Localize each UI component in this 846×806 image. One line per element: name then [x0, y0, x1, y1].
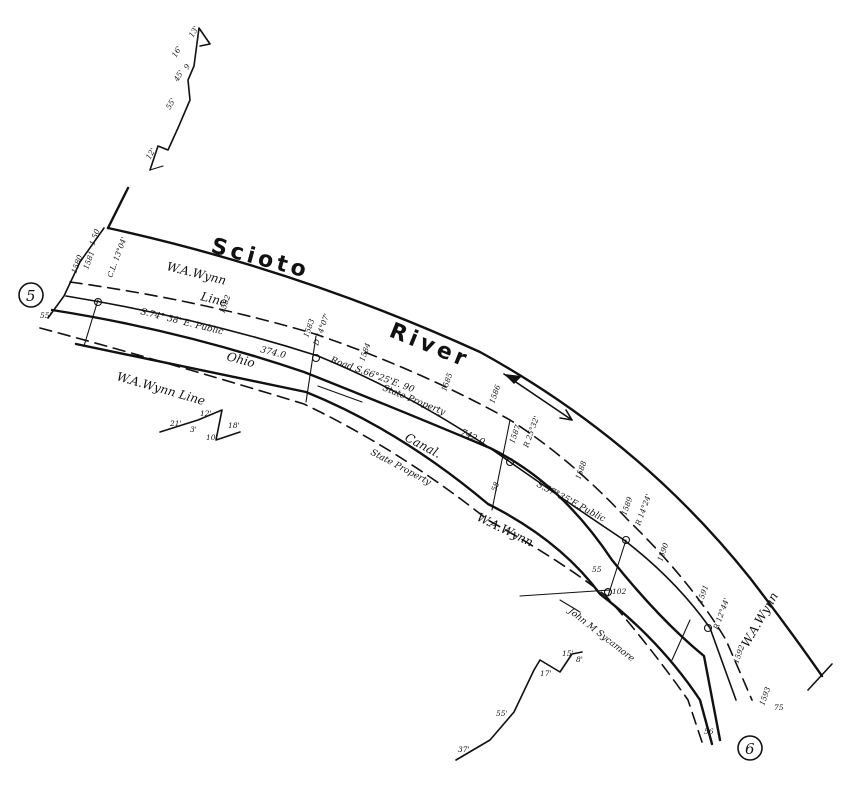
svg-text:55: 55: [592, 565, 602, 574]
svg-text:1591: 1591: [695, 584, 710, 605]
svg-text:1593: 1593: [757, 685, 772, 706]
section-label: 16': [170, 44, 184, 59]
svg-text:17': 17': [540, 669, 552, 678]
svg-text:1590: 1590: [655, 541, 670, 562]
left-boundary: [47, 227, 105, 319]
svg-text:3': 3': [190, 425, 197, 434]
road-line: [65, 295, 737, 701]
svg-text:D 14°07': D 14°07': [311, 312, 331, 347]
owner-label: W.A.Wynn: [475, 510, 536, 549]
owner-line-south: [39, 327, 705, 749]
svg-text:58: 58: [489, 480, 501, 492]
bearing-label: Road S.66°25'E. 90: [328, 355, 416, 395]
station-number: 5: [26, 287, 36, 305]
line-label: Line: [198, 289, 228, 309]
svg-text:55': 55': [40, 311, 52, 320]
section-label: 55': [164, 96, 178, 111]
river-label-word2: River: [386, 318, 474, 373]
curve-data: C.L. 13°04' D 14°07' R 25°32' R 14°24' R…: [105, 236, 731, 632]
station-marker-end: 6: [737, 735, 763, 761]
svg-text:1.50: 1.50: [87, 228, 101, 247]
svg-text:102: 102: [612, 587, 627, 596]
river-bank-spur: [106, 186, 130, 230]
river-bank-line: [106, 226, 824, 678]
owner-label: W.A.Wynn Line: [115, 369, 207, 408]
station-points: [93, 297, 713, 633]
offset-ticks: [83, 299, 691, 661]
svg-text:1592: 1592: [731, 643, 746, 664]
canal-north-bank: [50, 308, 722, 742]
lower-cross-section: 55' 15' 8' 37' 17': [455, 649, 583, 761]
svg-text:56: 56: [704, 727, 714, 736]
svg-text:1586: 1586: [487, 383, 502, 404]
svg-text:1584: 1584: [357, 341, 372, 362]
canal-label-word2: Canal.: [403, 430, 444, 461]
svg-text:18': 18': [228, 421, 240, 430]
svg-text:15': 15': [562, 649, 574, 658]
station-number: 6: [745, 740, 755, 758]
svg-text:C.L. 13°04': C.L. 13°04': [105, 236, 128, 279]
svg-text:37': 37': [458, 745, 470, 754]
station-marker-start: 5: [18, 282, 44, 308]
upper-cross-section: 13' 16' 45' 55' 12' 9: [144, 24, 211, 171]
canal-label-word1: Ohio: [225, 349, 256, 370]
bearing-label: S.74° 38' E. Public: [139, 307, 224, 337]
svg-text:8': 8': [576, 655, 583, 664]
bearing-label: S.57°35'E.Public: [535, 480, 607, 525]
svg-text:R 25°32': R 25°32': [521, 415, 541, 450]
river-bank-end: [807, 663, 833, 691]
svg-text:1587: 1587: [507, 423, 522, 444]
survey-baseline-north: [69, 281, 753, 701]
svg-text:1588: 1588: [573, 459, 588, 480]
owner-label: W.A.Wynn: [738, 590, 781, 650]
svg-text:21': 21': [169, 419, 182, 428]
svg-text:1581: 1581: [81, 250, 96, 271]
distance-label: 742.0: [459, 428, 487, 448]
svg-text:10': 10': [206, 433, 218, 442]
svg-text:R 12°44': R 12°44': [711, 597, 731, 632]
left-cross-section: 21' 12' 18' 10' 3': [159, 409, 241, 442]
svg-text:55': 55': [496, 709, 508, 718]
section-label: 9: [182, 62, 192, 71]
section-label: 45': [171, 68, 185, 83]
flow-arrow-icon: [503, 373, 573, 421]
svg-text:1589: 1589: [619, 495, 634, 516]
canal-south-bank: [74, 342, 714, 746]
svg-text:R 14°24': R 14°24': [633, 493, 653, 528]
owner-label: W.A.Wynn: [165, 259, 227, 287]
section-label: 12': [144, 146, 158, 161]
svg-text:75: 75: [774, 703, 784, 712]
svg-text:12': 12': [200, 409, 212, 418]
